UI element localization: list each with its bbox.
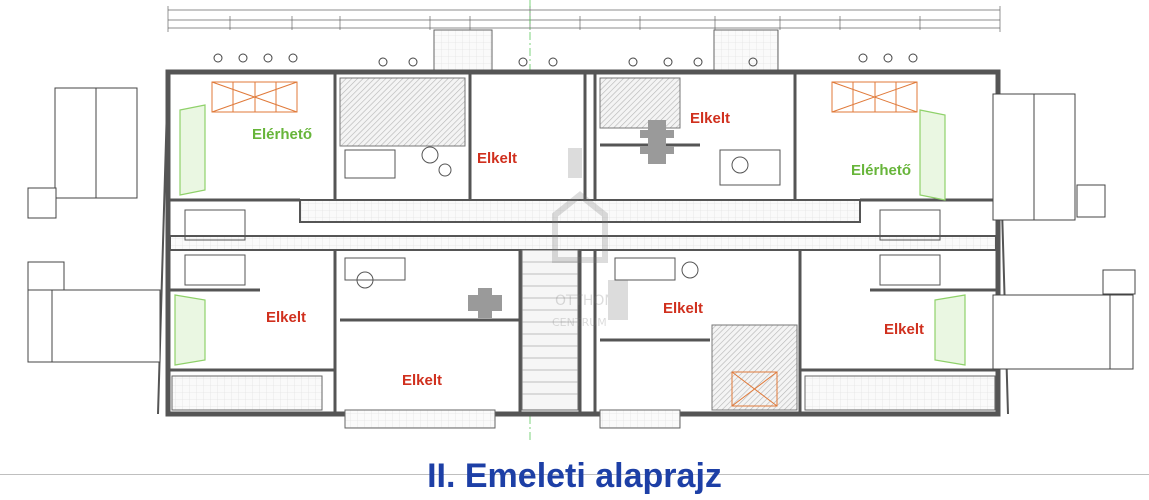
unit-status-label: Elérhető: [252, 126, 313, 143]
balcony-north-left: [433, 29, 493, 71]
corridor-north: [299, 199, 861, 223]
interior-walls: [170, 72, 996, 414]
balcony-south-right: [599, 409, 681, 429]
floor-plan-drawing: OTTHON CENTRUM: [27, 0, 1136, 440]
side-rooms: [27, 87, 1136, 370]
fixtures: [184, 146, 941, 289]
floor-plan-panel: OTTHON CENTRUM Elérhető Elkelt Elkelt El…: [0, 0, 1149, 475]
roof-window-symbols-north: [213, 53, 918, 67]
unit-status-label: Elérhető: [851, 162, 912, 179]
watermark-logo: OTTHON CENTRUM: [552, 148, 628, 329]
terrace-south-east: [804, 375, 996, 411]
terrace-south-west: [171, 375, 323, 411]
balcony-north-right: [713, 29, 779, 71]
staircase: [521, 249, 579, 411]
dining-tables: [468, 120, 674, 318]
unit-status-label: Elkelt: [690, 110, 731, 127]
corridor-south: [169, 235, 997, 251]
interior-stairs: [174, 104, 966, 366]
shaft-south-right: [711, 324, 798, 411]
unit-status-label: Elkelt: [884, 321, 925, 338]
unit-status-label: Elkelt: [402, 372, 443, 389]
dimension-lines: [167, 6, 1001, 32]
window-symbols: [211, 81, 918, 407]
shaft-north-right: [599, 77, 681, 129]
page-caption: II. Emeleti alaprajz: [427, 457, 722, 495]
unit-status-label: Elkelt: [477, 150, 518, 167]
svg-text:CENTRUM: CENTRUM: [552, 316, 607, 329]
unit-status-label: Elkelt: [266, 309, 307, 326]
unit-status-label: Elkelt: [663, 300, 704, 317]
balcony-south-left: [344, 409, 496, 429]
svg-text:OTTHON: OTTHON: [555, 293, 615, 309]
shaft-north-left: [339, 77, 466, 147]
